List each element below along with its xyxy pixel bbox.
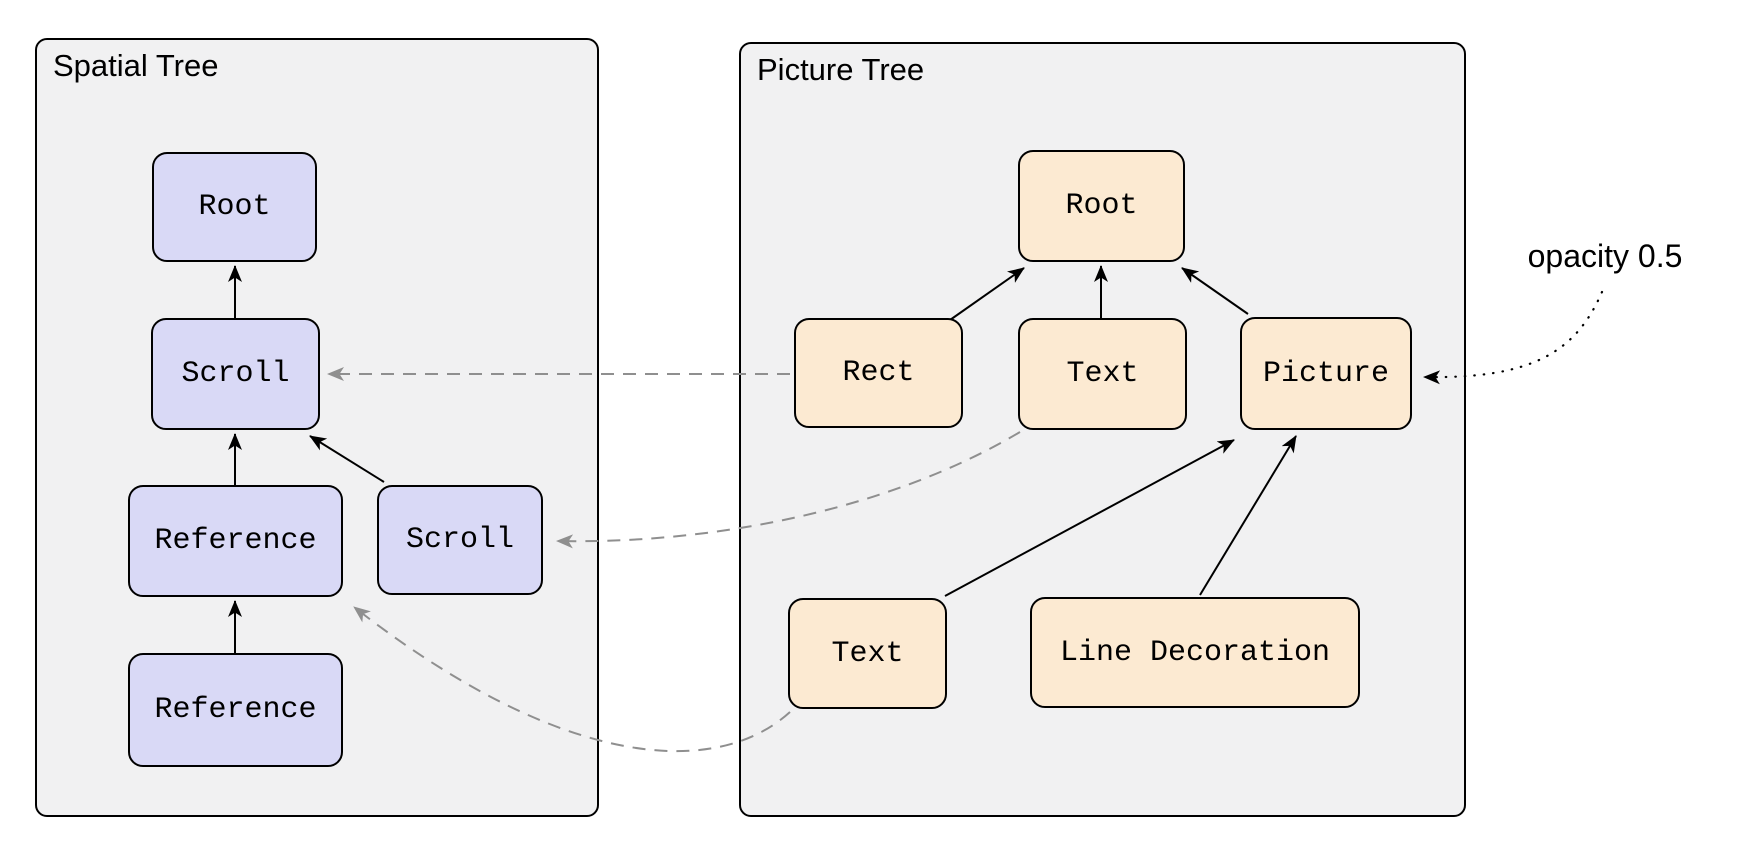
spatial-node-scroll-child-label: Scroll	[405, 523, 515, 557]
picture-node-text-leaf-label: Text	[831, 636, 904, 671]
picture-node-line-decoration: Line Decoration	[1030, 597, 1360, 708]
spatial-node-reference-leaf: Reference	[128, 653, 343, 767]
picture-tree-title: Picture Tree	[757, 52, 925, 87]
picture-node-root: Root	[1018, 150, 1185, 262]
picture-node-root-label: Root	[1065, 189, 1138, 223]
spatial-node-reference-mid-label: Reference	[154, 524, 317, 558]
opacity-annotation: opacity 0.5	[1527, 238, 1683, 274]
picture-node-rect-label: Rect	[842, 356, 915, 390]
picture-node-line-decoration-label: Line Decoration	[1059, 635, 1331, 670]
picture-node-text-leaf: Text	[788, 598, 947, 709]
spatial-node-root-label: Root	[198, 190, 271, 224]
picture-node-text-mid-label: Text	[1066, 357, 1139, 391]
picture-node-picture: Picture	[1240, 317, 1412, 430]
spatial-node-reference-leaf-label: Reference	[154, 693, 317, 727]
spatial-node-scroll-child: Scroll	[377, 485, 543, 595]
picture-node-rect: Rect	[794, 318, 963, 428]
picture-node-text-mid: Text	[1018, 318, 1187, 430]
spatial-node-scroll-main: Scroll	[151, 318, 320, 430]
spatial-node-root: Root	[152, 152, 317, 262]
spatial-node-reference-mid: Reference	[128, 485, 343, 597]
spatial-tree-title: Spatial Tree	[53, 48, 219, 83]
spatial-node-scroll-main-label: Scroll	[181, 357, 290, 391]
picture-node-picture-label: Picture	[1262, 356, 1390, 391]
